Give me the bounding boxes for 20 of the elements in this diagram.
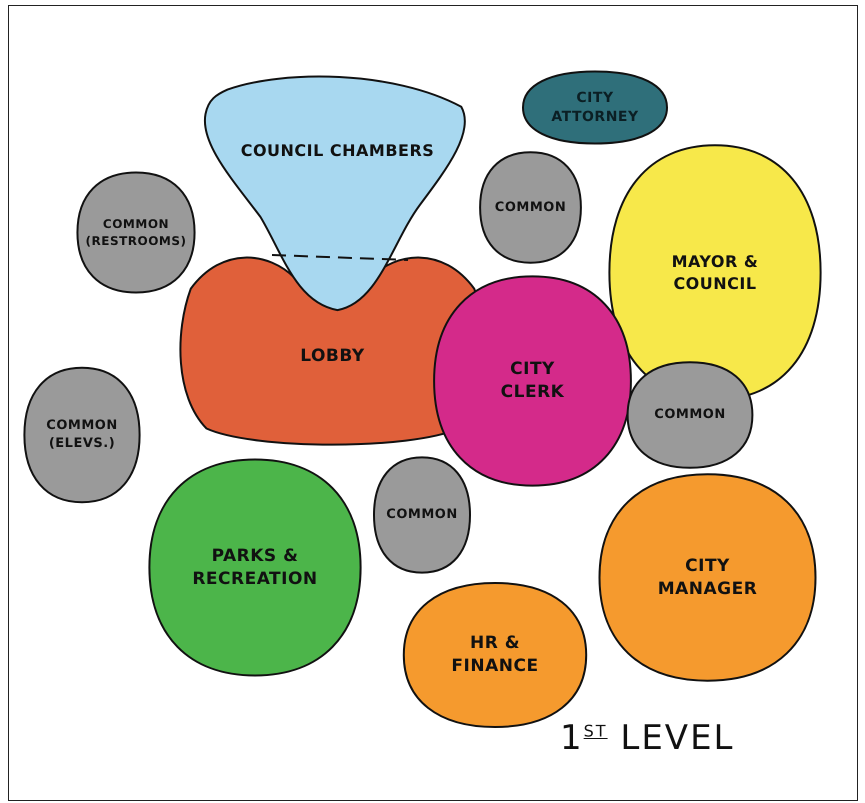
common-bubble bbox=[372, 455, 472, 575]
room-label: LOBBY bbox=[300, 345, 365, 368]
common-bubble bbox=[22, 365, 142, 505]
room-label: CITY CLERK bbox=[500, 358, 566, 404]
room-label: COMMON (RESTROOMS) bbox=[84, 216, 188, 249]
room-label: COMMON bbox=[386, 506, 458, 524]
room-label: COMMON (ELEVS.) bbox=[45, 417, 119, 453]
room-label: CITY ATTORNEY bbox=[550, 88, 640, 126]
room-label: PARKS & RECREATION bbox=[191, 544, 319, 590]
room-bubble bbox=[520, 70, 670, 145]
room-label: COUNCIL CHAMBERS bbox=[240, 140, 434, 162]
common-bubble bbox=[625, 360, 755, 470]
room-label: COMMON bbox=[654, 406, 726, 424]
room-label: COMMON bbox=[494, 198, 566, 216]
room-label: HR & FINANCE bbox=[450, 632, 540, 678]
common-bubble bbox=[75, 170, 197, 295]
level-label: 1$^{ST}$ LEVEL bbox=[560, 718, 734, 758]
room-label: CITY MANAGER bbox=[656, 554, 758, 600]
room-label: MAYOR & COUNCIL bbox=[670, 250, 760, 294]
common-bubble bbox=[478, 150, 583, 265]
